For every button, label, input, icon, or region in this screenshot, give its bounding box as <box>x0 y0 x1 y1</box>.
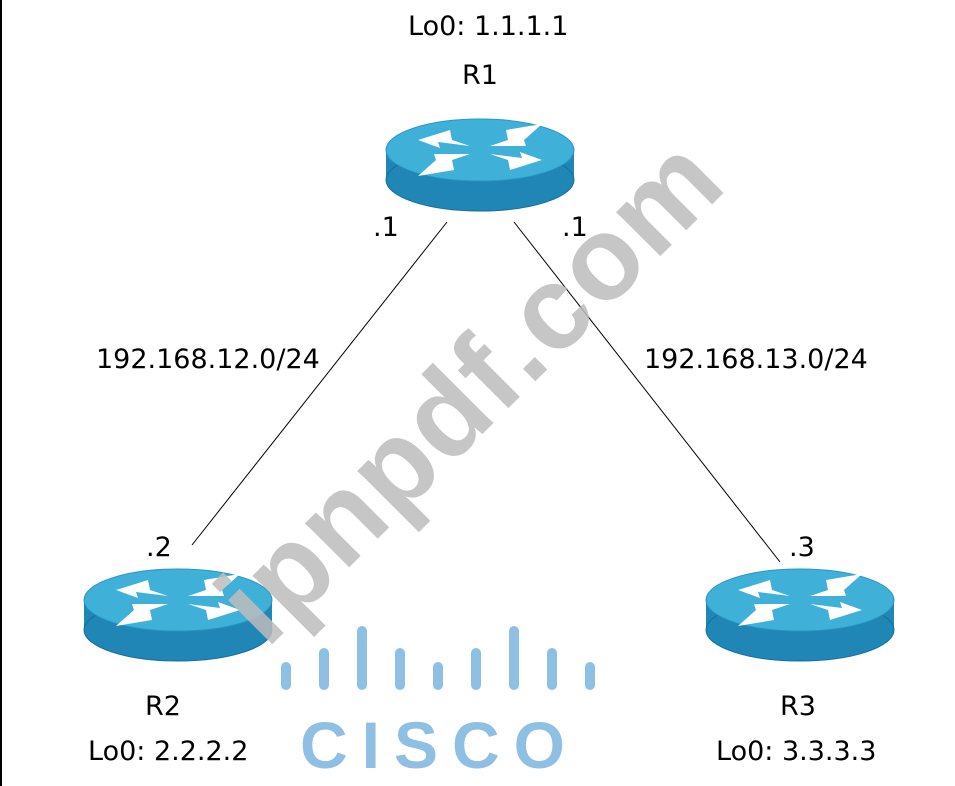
subnet-r1-r3-label: 192.168.13.0/24 <box>644 344 868 375</box>
cisco-logo-text: CISCO <box>300 708 580 782</box>
r3-host-label: .3 <box>789 532 815 563</box>
router-icon-r3 <box>705 568 895 662</box>
r2-name-label: R2 <box>145 691 181 722</box>
cisco-logo-icon <box>281 626 595 690</box>
r1-r3-host-label: .1 <box>562 212 588 243</box>
r1-name-label: R1 <box>462 60 498 91</box>
link-r1-r3 <box>513 221 781 563</box>
left-border <box>0 0 2 786</box>
r2-host-label: .2 <box>146 532 172 563</box>
r2-loopback-label: Lo0: 2.2.2.2 <box>88 736 249 767</box>
r1-r2-host-label: .1 <box>373 212 399 243</box>
router-icon-r2 <box>83 568 273 662</box>
subnet-r1-r2-label: 192.168.12.0/24 <box>96 344 320 375</box>
r3-name-label: R3 <box>780 691 816 722</box>
router-icon-r1 <box>385 118 575 212</box>
r1-loopback-label: Lo0: 1.1.1.1 <box>408 11 569 42</box>
r3-loopback-label: Lo0: 3.3.3.3 <box>716 736 877 767</box>
link-r1-r2 <box>191 221 448 546</box>
